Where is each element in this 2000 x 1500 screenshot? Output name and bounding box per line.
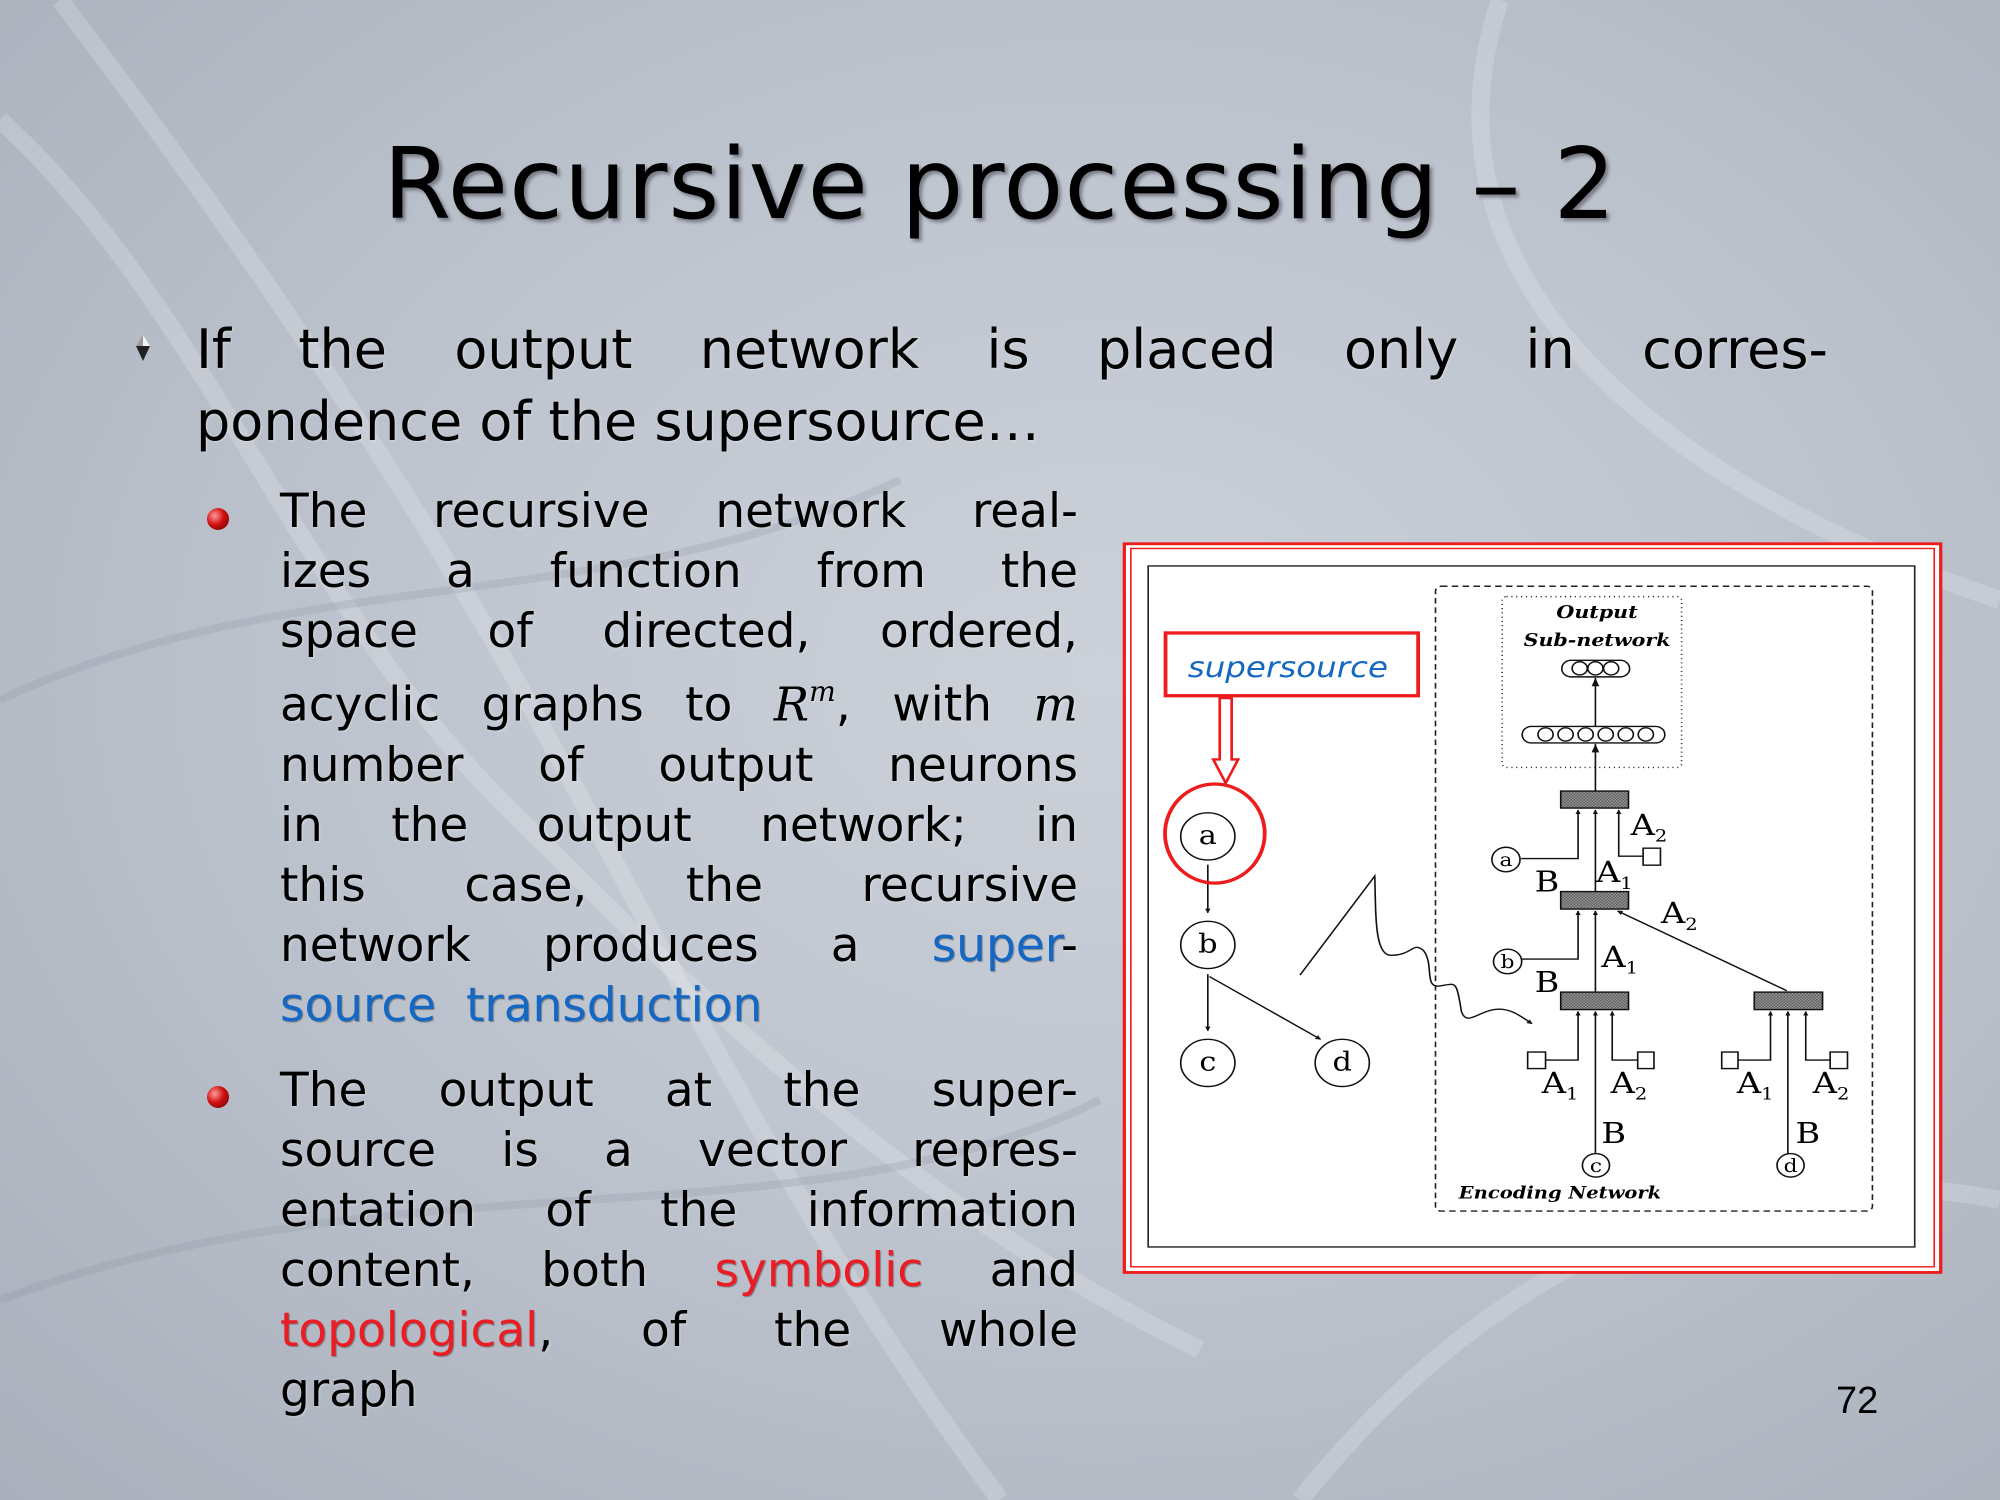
text-line: izes a function from the	[280, 542, 1078, 602]
edge-label-a2: A2	[1630, 809, 1668, 846]
graph-node-d	[1314, 1038, 1371, 1088]
edge-label-b: B	[1795, 1117, 1820, 1150]
red-down-arrow-icon	[1211, 696, 1241, 786]
graph-node-b-label: b	[1198, 928, 1217, 959]
text-segment-red: topological	[280, 1303, 539, 1358]
text-segment: and	[923, 1243, 1078, 1298]
text-line: source transduction	[280, 976, 1078, 1036]
node-a-label: a	[1500, 848, 1513, 870]
main-bullet-text: If the output network is placed only in …	[196, 314, 1828, 458]
figure-border	[1147, 565, 1916, 1248]
text-line: this case, the recursive	[280, 856, 1078, 916]
text-segment: in the output network; in	[280, 797, 1078, 853]
node-b-label: b	[1501, 950, 1515, 972]
graph-node-c	[1179, 1038, 1236, 1088]
text-line: source is a vector repres-	[280, 1121, 1078, 1181]
edge-label-a1: A1	[1600, 941, 1638, 978]
text-line: If the output network is placed only in …	[196, 314, 1828, 386]
text-segment-math: R	[773, 677, 810, 733]
text-segment: network produces a	[280, 917, 932, 973]
text-segment: izes a function from the	[280, 544, 1078, 599]
text-segment: content, both	[280, 1243, 715, 1298]
text-segment: source is a vector repres-	[280, 1123, 1078, 1178]
text-segment: If the output network is placed only in …	[196, 318, 1828, 381]
edge-label-a1: A1	[1736, 1067, 1774, 1104]
text-segment-blue: source transduction	[280, 977, 763, 1033]
node-d-label: d	[1784, 1154, 1798, 1176]
text-segment-blue: super	[931, 917, 1062, 973]
slide-title: Recursive processing – 2	[383, 128, 1617, 242]
page-number: 72	[1836, 1380, 1879, 1422]
edge-label-b: B	[1535, 966, 1560, 999]
edge-label-b: B	[1601, 1117, 1626, 1150]
text-line: content, both symbolic and	[280, 1241, 1078, 1301]
output-label: Output	[1556, 601, 1637, 622]
encoding-unit-d	[1753, 991, 1824, 1011]
encoding-unit-a	[1559, 790, 1630, 809]
edge-label-a1: A1	[1595, 856, 1633, 893]
text-line: pondence of the supersource…	[196, 386, 1828, 458]
text-line: space of directed, ordered,	[280, 602, 1078, 662]
text-line: topological, of the whole	[280, 1301, 1078, 1361]
text-segment: entation of the information	[280, 1183, 1078, 1238]
text-segment: space of directed, ordered,	[280, 604, 1078, 659]
text-segment-sup: m	[809, 675, 836, 708]
graph-node-d-label: d	[1333, 1046, 1352, 1077]
text-segment: pondence of the supersource…	[196, 390, 1040, 453]
text-line: network produces a super-	[280, 916, 1078, 976]
encoding-unit-c	[1559, 991, 1630, 1011]
recursive-network-diagram: Output Sub-network	[1122, 542, 1943, 1274]
output-layer	[1560, 659, 1631, 678]
text-segment-red: symbolic	[714, 1243, 924, 1298]
text-segment: number of output neurons	[280, 737, 1078, 793]
supersource-highlight-circle	[1163, 782, 1267, 885]
supersource-callout-box	[1163, 631, 1421, 698]
text-segment-math: m	[1033, 677, 1078, 733]
edge-label-a2: A2	[1610, 1067, 1648, 1104]
encoding-network-label: Encoding Network	[1458, 1183, 1661, 1203]
graph-node-a	[1179, 812, 1236, 861]
edge-label-a2: A2	[1660, 897, 1698, 934]
text-segment: The output at the super-	[280, 1063, 1078, 1118]
sub-bullet-text: The output at the super-source is a vect…	[280, 1061, 1078, 1421]
sub-bullet-text: The recursive network real-izes a functi…	[280, 482, 1078, 1036]
graph-node-c-label: c	[1199, 1046, 1216, 1077]
supersource-label: supersource	[1188, 652, 1388, 685]
graph-node-b	[1179, 920, 1236, 970]
encoding-unit-b	[1559, 890, 1630, 910]
diagram-inner-frame	[1130, 547, 1936, 1268]
mapping-arrow	[1299, 873, 1533, 1025]
red-bullet-icon	[207, 1086, 229, 1108]
hidden-layer	[1521, 725, 1666, 744]
text-segment: this case, the recursive	[280, 857, 1078, 913]
text-line: graph	[280, 1361, 1078, 1421]
text-line: The output at the super-	[280, 1061, 1078, 1121]
red-bullet-icon	[207, 508, 229, 530]
text-line: The recursive network real-	[280, 482, 1078, 542]
diamond-bullet-icon	[136, 335, 150, 361]
node-c-label: c	[1590, 1154, 1602, 1176]
edge-label-a1: A1	[1541, 1067, 1579, 1104]
text-segment: -	[1061, 917, 1078, 973]
text-segment: , of the whole	[538, 1303, 1078, 1358]
edge-label-a2: A2	[1812, 1067, 1850, 1104]
text-segment: acyclic graphs to	[280, 677, 774, 733]
edge-label-b: B	[1535, 866, 1560, 899]
graph-node-a-label: a	[1199, 820, 1217, 851]
text-line: number of output neurons	[280, 736, 1078, 796]
text-line: acyclic graphs to Rm, with m	[280, 662, 1078, 736]
text-segment: The recursive network real-	[280, 484, 1078, 539]
text-line: entation of the information	[280, 1181, 1078, 1241]
text-line: in the output network; in	[280, 796, 1078, 856]
subnetwork-label: Sub-network	[1524, 629, 1671, 650]
text-segment: graph	[280, 1363, 418, 1418]
text-segment: , with	[835, 677, 1034, 733]
